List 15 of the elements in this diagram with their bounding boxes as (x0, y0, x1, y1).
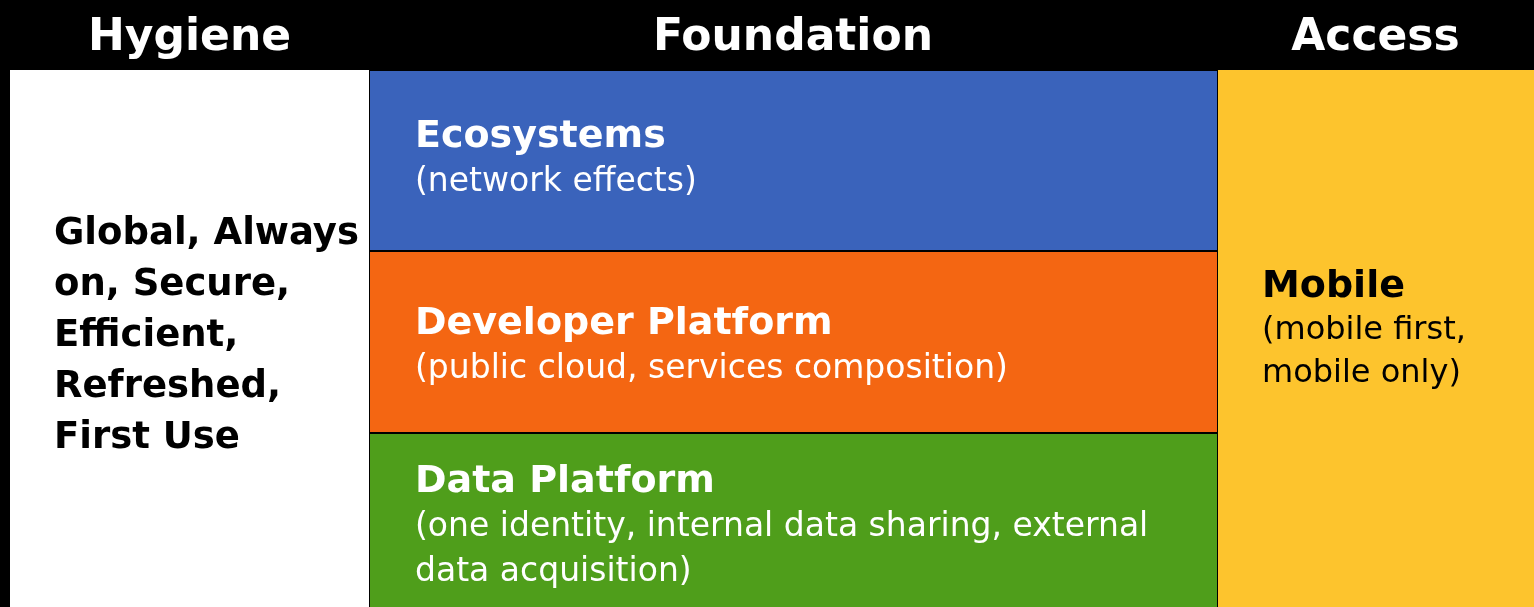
layer-title: Ecosystems (415, 111, 667, 157)
layer-description: (public cloud, services composition) (415, 345, 1009, 388)
layer-description: (one identity, internal data sharing, external data acquisition) (415, 504, 1150, 591)
column-heading: Hygiene (87, 13, 292, 57)
column-description: (mobile first, mobile only) (1262, 307, 1467, 392)
layer-title: Data Platform (415, 456, 716, 502)
column-title: Mobile (1262, 260, 1406, 307)
column-heading: Foundation (653, 13, 933, 57)
column-heading: Access (1291, 13, 1460, 57)
layer-description: (network effects) (415, 159, 698, 201)
layer-box (370, 434, 1217, 607)
layer-box (370, 252, 1217, 432)
layer-box (370, 71, 1217, 250)
attribute-list: Global, Always on, Secure, Efficient, Refreshed, First Use (54, 206, 361, 461)
layer-title: Developer Platform (415, 297, 834, 344)
